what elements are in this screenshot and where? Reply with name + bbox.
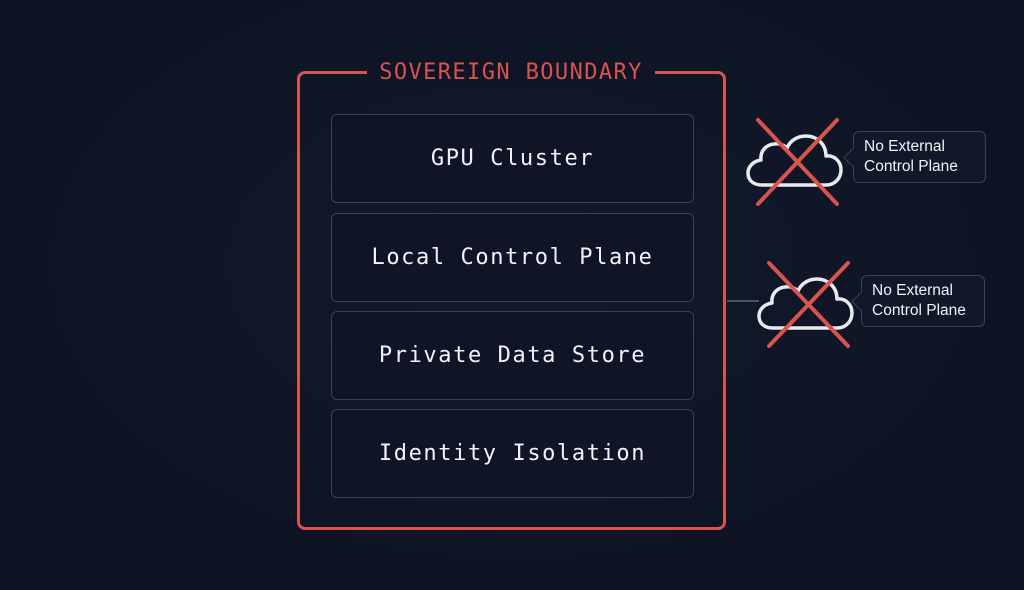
external-callout: No External Control Plane bbox=[853, 131, 986, 183]
component-gpu-cluster: GPU Cluster bbox=[331, 114, 694, 203]
external-callout: No External Control Plane bbox=[861, 275, 985, 327]
boundary-title: SOVEREIGN BOUNDARY bbox=[367, 58, 655, 88]
callout-line-1: No External bbox=[864, 138, 945, 155]
component-private-data-store: Private Data Store bbox=[331, 311, 694, 400]
cloud-crossed-icon bbox=[757, 261, 854, 348]
component-label: Identity Isolation bbox=[378, 441, 647, 466]
callout-line-2: Control Plane bbox=[864, 158, 958, 175]
component-label: Local Control Plane bbox=[371, 245, 654, 270]
connector-line bbox=[727, 300, 759, 302]
component-label: Private Data Store bbox=[378, 343, 647, 368]
component-local-control-plane: Local Control Plane bbox=[331, 213, 694, 302]
callout-line-1: No External bbox=[872, 282, 953, 299]
cloud-crossed-icon bbox=[746, 118, 843, 206]
component-label: GPU Cluster bbox=[430, 146, 595, 171]
component-identity-isolation: Identity Isolation bbox=[331, 409, 694, 498]
callout-line-2: Control Plane bbox=[872, 302, 966, 319]
